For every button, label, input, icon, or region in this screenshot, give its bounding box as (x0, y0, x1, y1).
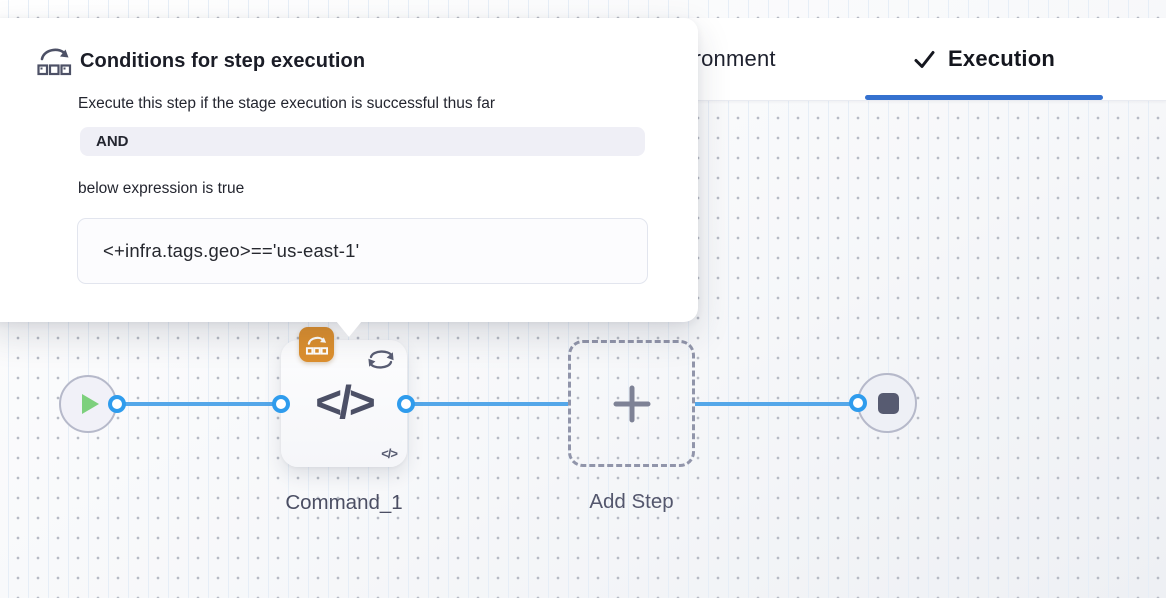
conditional-execution-icon (305, 336, 328, 355)
popover-caret (336, 321, 362, 337)
operator-pill: AND (80, 127, 645, 156)
popover-title: Conditions for step execution (80, 49, 366, 72)
connector-port[interactable] (272, 395, 290, 413)
conditions-popover: Conditions for step execution Execute th… (0, 18, 698, 322)
add-step-label: Add Step (589, 490, 674, 513)
stop-icon (878, 392, 899, 414)
looping-strategy-icon (366, 347, 396, 377)
step-node-command-1[interactable]: </> </> (281, 340, 407, 467)
check-icon (913, 49, 936, 70)
tab-execution-label: Execution (948, 46, 1055, 71)
conditional-execution-icon (37, 48, 72, 76)
connector-edge (406, 402, 568, 406)
connector-edge (117, 402, 281, 406)
add-step-button[interactable] (568, 340, 695, 467)
plus-icon (613, 385, 650, 422)
tab-execution[interactable]: Execution (865, 18, 1103, 100)
popover-description: Execute this step if the stage execution… (78, 95, 495, 112)
connector-port[interactable] (397, 395, 415, 413)
connector-port[interactable] (849, 394, 867, 412)
pipeline-start-node (59, 375, 117, 433)
play-icon (82, 394, 99, 414)
expression-intro-text: below expression is true (78, 180, 245, 197)
conditional-execution-badge[interactable] (299, 327, 334, 362)
active-tab-indicator (865, 95, 1103, 100)
popover-header: Conditions for step execution (36, 44, 698, 78)
step-label-command-1: Command_1 (285, 491, 403, 514)
connector-port[interactable] (108, 395, 126, 413)
code-mini-icon: </> (381, 446, 398, 461)
code-icon: </> (315, 375, 376, 428)
expression-box: <+infra.tags.geo>=='us-east-1' (77, 218, 648, 284)
connector-edge (695, 402, 858, 406)
